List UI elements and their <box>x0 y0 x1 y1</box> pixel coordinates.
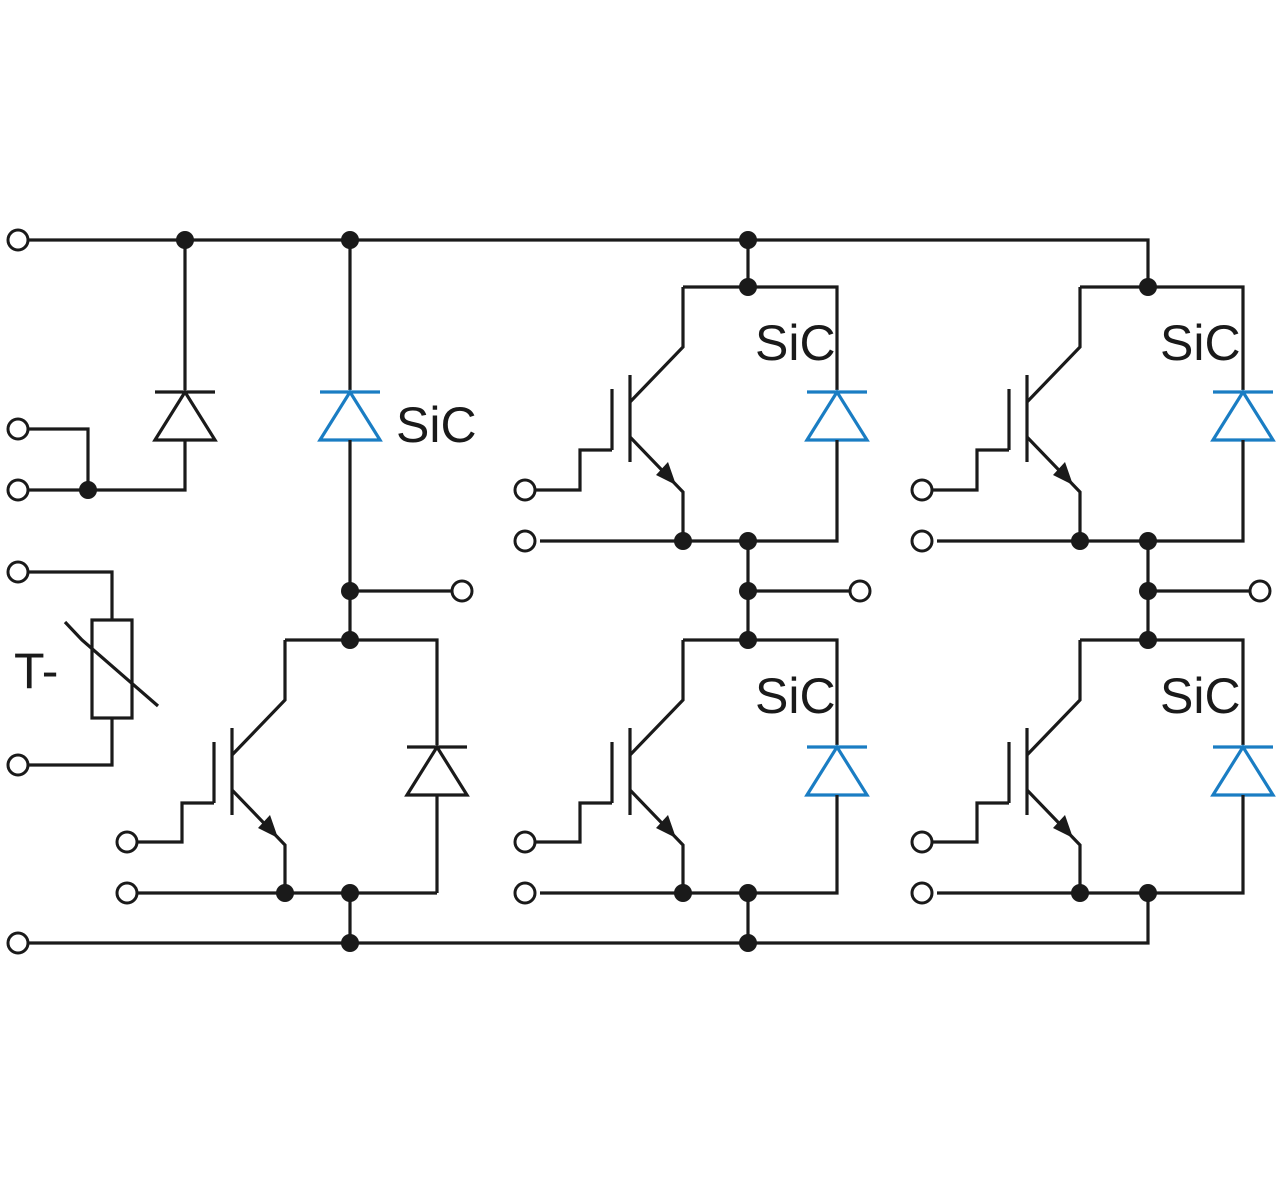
junction-dot <box>341 231 359 249</box>
inverter-leg-2: SiC SiC <box>932 285 1276 895</box>
junction-dot <box>176 231 194 249</box>
terminal-leg2-high-gate <box>910 478 934 502</box>
terminal-brake-gate <box>115 830 139 854</box>
terminal-brake-emitter <box>115 881 139 905</box>
sic-label-leg2-high: SiC <box>1160 315 1241 371</box>
terminal-leg1-high-emitter <box>513 529 537 553</box>
inverter-leg-1: SiC SiC <box>535 240 870 943</box>
junction-dot <box>1139 532 1157 550</box>
leg1-high-switch: SiC <box>535 285 870 543</box>
input-diode <box>152 388 218 442</box>
junction-dot <box>1071 532 1089 550</box>
sic-label-leg1-high: SiC <box>755 315 836 371</box>
leg1-low-switch: SiC <box>535 638 870 895</box>
terminal-leg2-output <box>1248 579 1272 603</box>
terminal-leg1-low-emitter <box>513 881 537 905</box>
brake-freewheel-diode <box>404 743 470 797</box>
junction-dot <box>739 231 757 249</box>
terminal-leg2-low-emitter <box>910 881 934 905</box>
terminal-leg1-output <box>848 579 872 603</box>
junction-dot <box>79 481 97 499</box>
junction-dot <box>739 631 757 649</box>
thermistor-body <box>90 618 134 720</box>
input-diode-branch <box>28 240 218 492</box>
terminal-brake-output <box>450 579 474 603</box>
sic-diode-leg1-low <box>804 743 870 797</box>
leg2-low-switch: SiC <box>932 638 1276 895</box>
brake-igbt <box>137 640 437 895</box>
sic-diode-leg2-low <box>1210 743 1276 797</box>
terminal-thermistor-1 <box>6 560 30 584</box>
sic-label-leg2-low: SiC <box>1160 668 1241 724</box>
terminal-rect-output <box>6 478 30 502</box>
junction-dot <box>739 532 757 550</box>
dc-minus-rail <box>28 895 1150 945</box>
sic-diode-leg1-high <box>804 388 870 442</box>
junction-dot <box>1139 631 1157 649</box>
junction-dot <box>1071 884 1089 902</box>
terminals <box>6 228 1272 955</box>
dc-plus-rail <box>28 238 1150 287</box>
sic-diode-leg2-high <box>1210 388 1276 442</box>
junction-dot <box>341 582 359 600</box>
terminal-leg1-low-gate <box>513 830 537 854</box>
junction-dot <box>739 884 757 902</box>
terminal-thermistor-2 <box>6 753 30 777</box>
junction-dot <box>674 884 692 902</box>
junction-dot <box>674 532 692 550</box>
ntc-thermistor: T- <box>14 570 160 767</box>
junction-dot <box>341 934 359 952</box>
junction-dot <box>1139 582 1157 600</box>
sic-label-leg1-low: SiC <box>755 668 836 724</box>
brake-chopper: SiC <box>137 240 477 943</box>
junction-dot <box>276 884 294 902</box>
thermistor-label: T- <box>14 643 58 699</box>
thermistor-slash <box>63 620 160 708</box>
terminal-leg2-high-emitter <box>910 529 934 553</box>
terminal-dc-minus <box>6 931 30 955</box>
sic-label-brake: SiC <box>396 397 477 453</box>
sic-diode-brake <box>317 388 383 442</box>
leg2-high-switch: SiC <box>932 285 1276 543</box>
junction-dot <box>341 884 359 902</box>
junction-dot <box>739 934 757 952</box>
junction-dot <box>1139 278 1157 296</box>
terminal-leg2-low-gate <box>910 830 934 854</box>
terminal-leg1-high-gate <box>513 478 537 502</box>
junction-dot <box>1139 884 1157 902</box>
terminal-dc-plus <box>6 228 30 252</box>
terminal-rect-input <box>6 417 30 441</box>
junction-dot <box>341 631 359 649</box>
junction-dots <box>79 231 1157 952</box>
junction-dot <box>739 582 757 600</box>
junction-dot <box>739 278 757 296</box>
